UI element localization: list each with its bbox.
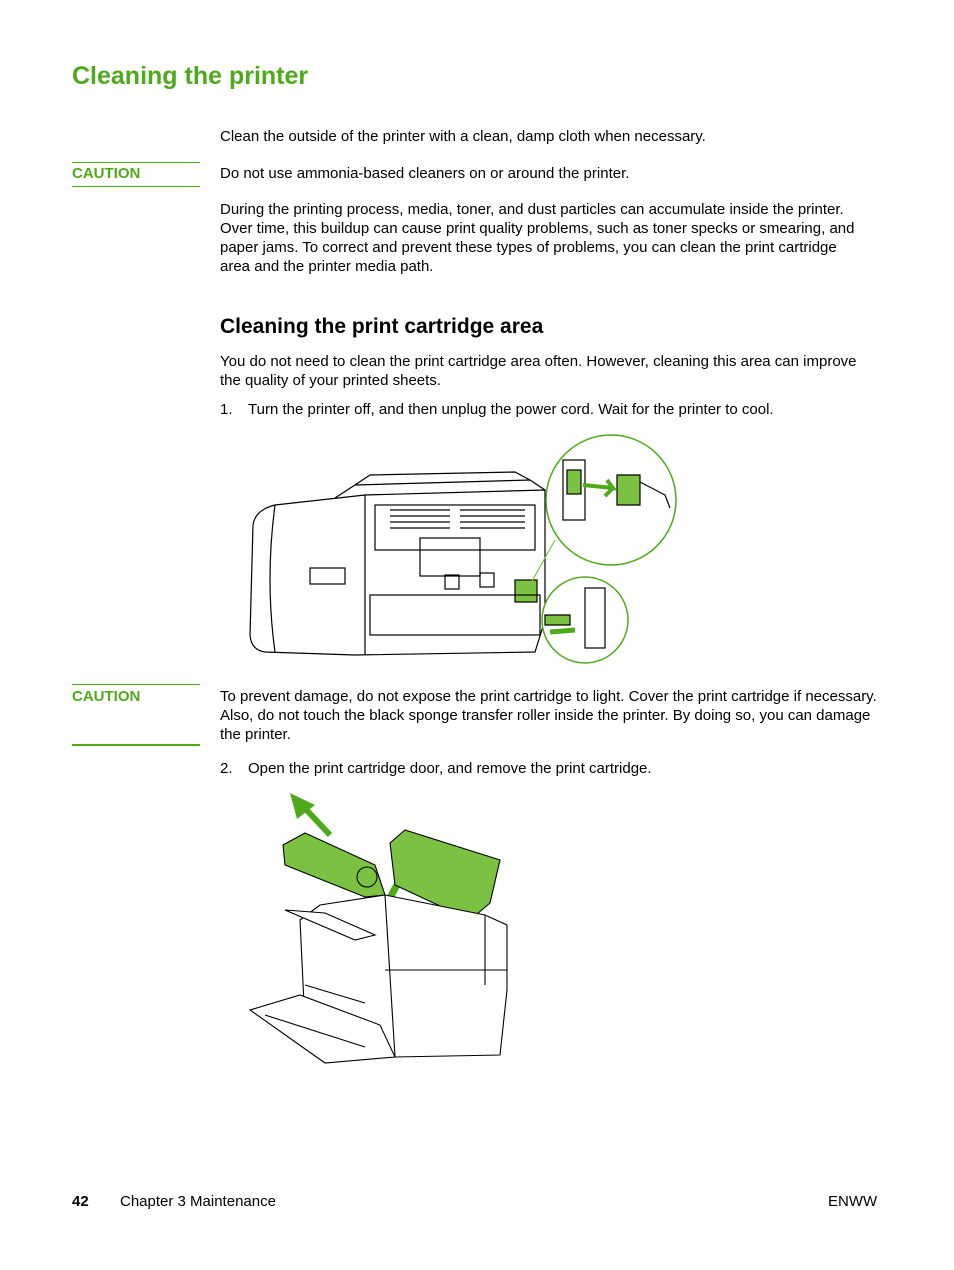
step-1: 1. Turn the printer off, and then unplug …	[220, 400, 774, 419]
page-title: Cleaning the printer	[72, 62, 309, 90]
caution-rule-top	[72, 162, 200, 163]
printer-open-cartridge-illustration	[248, 793, 508, 1064]
step-number: 1.	[220, 401, 233, 418]
section-intro: You do not need to clean the print cartr…	[220, 353, 857, 389]
caution-text: Do not use ammonia-based cleaners on or …	[220, 165, 630, 182]
footer-right: ENWW	[828, 1193, 878, 1210]
body-paragraph: During the printing process, media, tone…	[220, 201, 855, 275]
section-title: Cleaning the print cartridge area	[220, 315, 544, 338]
step-text: Turn the printer off, and then unplug th…	[248, 401, 774, 418]
intro-paragraph: Clean the outside of the printer with a …	[220, 128, 706, 145]
step-number: 2.	[220, 760, 233, 777]
step-2: 2. Open the print cartridge door, and rem…	[220, 759, 652, 778]
caution-rule-bottom	[72, 186, 200, 187]
step-text: Open the print cartridge door, and remov…	[248, 760, 652, 777]
caution2-rule-bottom	[72, 744, 200, 746]
caution2-rule-top	[72, 684, 200, 685]
caution2-label: CAUTION	[72, 688, 141, 705]
page-number: 42	[72, 1193, 89, 1210]
caution2-text: To prevent damage, do not expose the pri…	[220, 688, 877, 743]
footer-chapter: Chapter 3 Maintenance	[120, 1193, 276, 1210]
printer-unplug-illustration	[249, 434, 677, 664]
caution-label: CAUTION	[72, 165, 141, 182]
